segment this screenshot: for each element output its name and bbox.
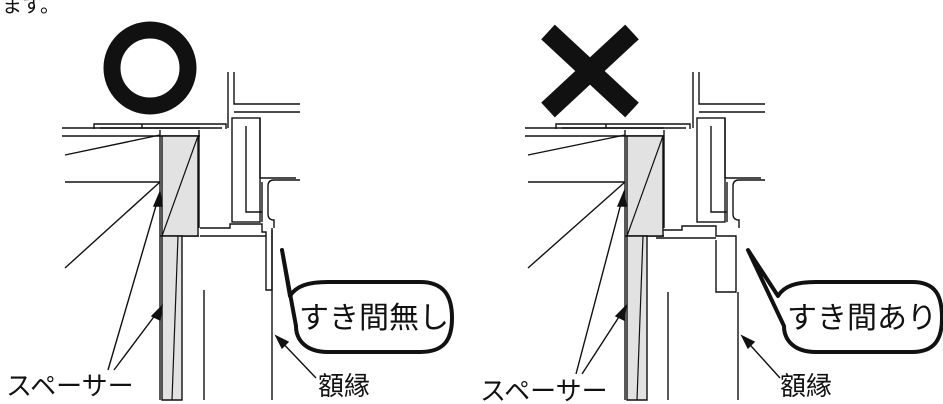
callout-bubble: すき間あり (746, 248, 943, 354)
correct-mark-icon (103, 21, 197, 115)
molding-leader-arrow (740, 334, 781, 379)
molding-leader-arrow (274, 334, 317, 379)
spacer-label: スペーサー (480, 377, 608, 404)
spacer-leader-arrows (575, 189, 627, 375)
molding-label: 額縁 (780, 372, 832, 402)
cross-section-drawing (62, 72, 300, 400)
panel-incorrect: すき間あり スペーサー 額縁 (480, 24, 943, 404)
callout-text: すき間あり (787, 301, 937, 336)
spacer-label: スペーサー (6, 372, 134, 402)
spacer-leader-arrows (107, 189, 163, 371)
callout-text: すき間無し (299, 301, 449, 336)
incorrect-mark-icon (541, 24, 639, 118)
panel-correct: すき間無し スペーサー 額縁 (6, 21, 454, 402)
header-fragment: ます。 (2, 0, 60, 17)
callout-bubble: すき間無し (280, 248, 454, 354)
molding-label: 額縁 (318, 372, 370, 402)
